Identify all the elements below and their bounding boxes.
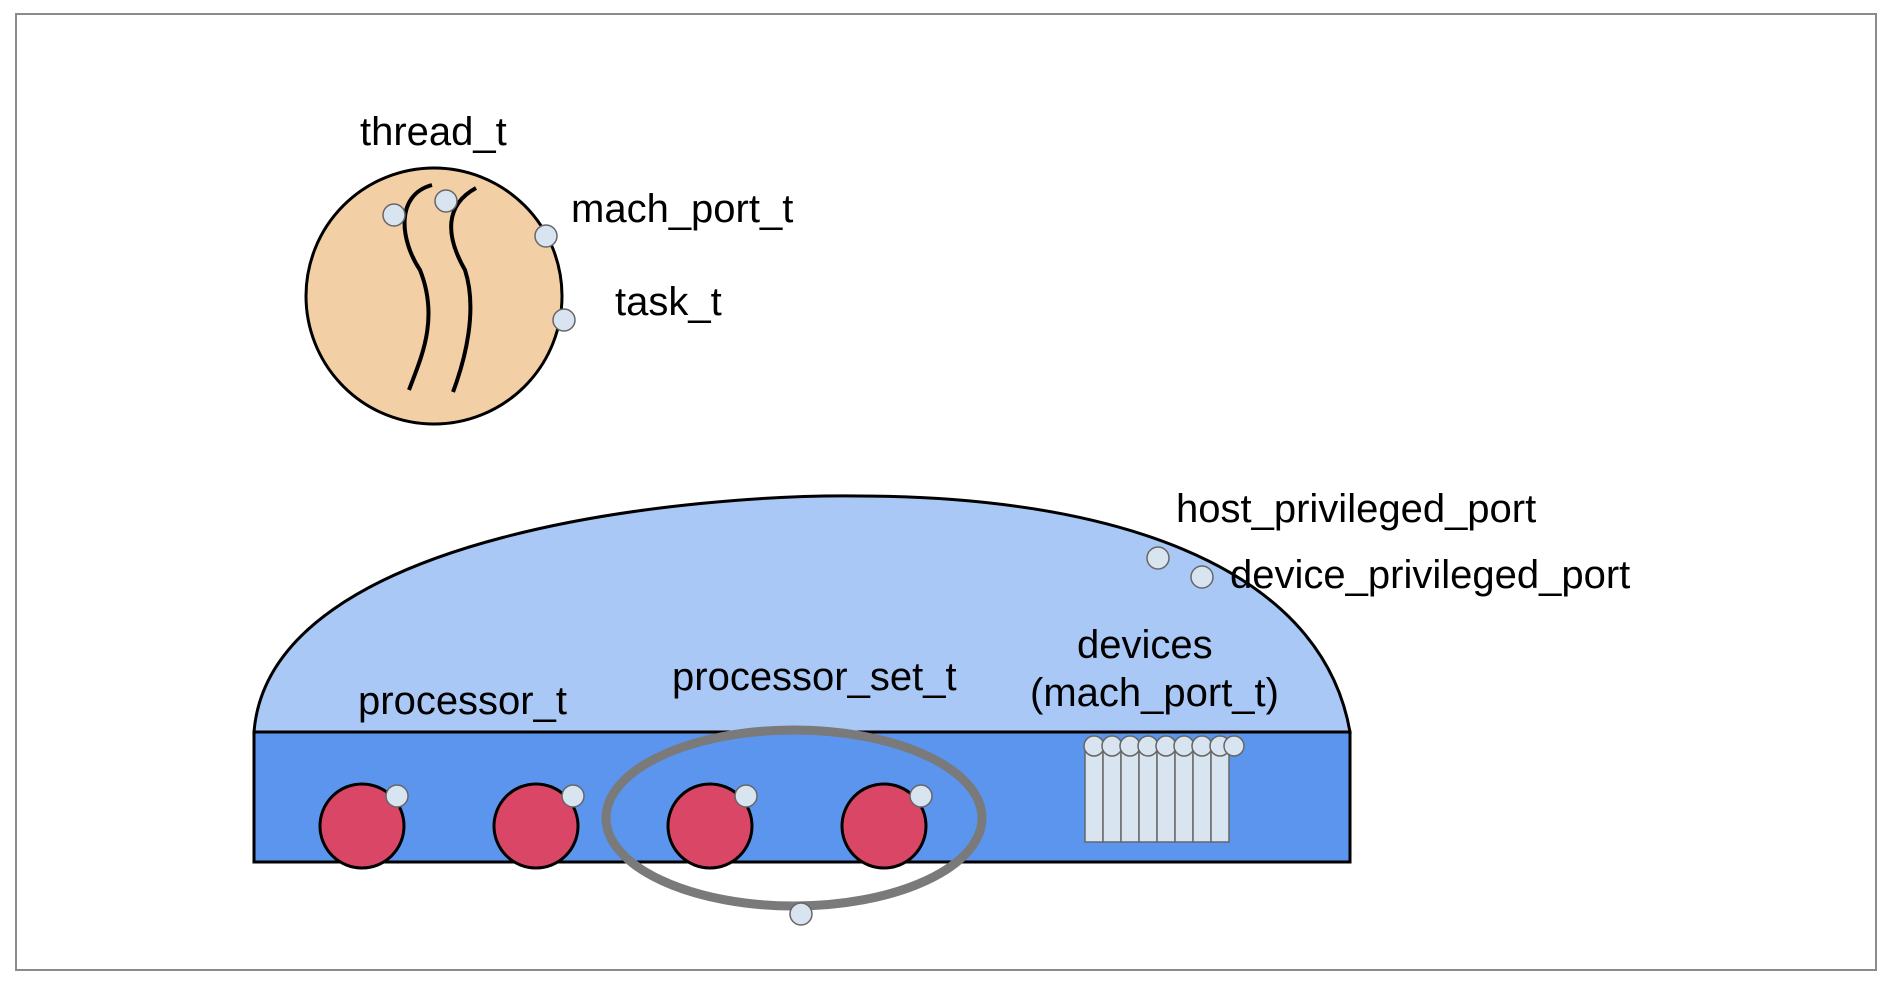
device-port-2 [1101, 735, 1123, 757]
device-port-tube-5 [1156, 745, 1176, 843]
diagram-frame [15, 13, 1877, 971]
processor-3-port [734, 784, 758, 808]
device-ports [1083, 735, 1245, 843]
task-label: task_t [615, 280, 722, 324]
device-port-tube-6 [1174, 745, 1194, 843]
host-group: host_privileged_port device_privileged_p… [252, 487, 1630, 926]
device-port-7 [1191, 735, 1213, 757]
device-port-tube-2 [1102, 745, 1122, 843]
thread-port-1 [382, 203, 406, 227]
device-privileged-port [1190, 565, 1214, 589]
device-port-6 [1173, 735, 1195, 757]
devices-label-line2: (mach_port_t) [1030, 671, 1279, 715]
processor-1-port [385, 784, 409, 808]
processor-set-port [789, 902, 813, 926]
device-port-3 [1119, 735, 1141, 757]
host-privileged-port-label: host_privileged_port [1176, 487, 1536, 531]
device-port-1 [1083, 735, 1105, 757]
processor-2-port [561, 784, 585, 808]
processor-label: processor_t [358, 679, 567, 723]
device-port-9 [1223, 735, 1245, 757]
mach-port [534, 224, 558, 248]
processor-3 [666, 782, 754, 870]
task-group: thread_t mach_port_t task_t [304, 110, 793, 426]
thread-port-2 [434, 189, 458, 213]
thread-line-2 [449, 186, 477, 393]
device-port-tube-4 [1138, 745, 1158, 843]
device-port-tube-1 [1084, 745, 1104, 843]
processor-4-port [909, 784, 933, 808]
processor-4 [840, 782, 928, 870]
processor-set-label: processor_set_t [672, 655, 957, 699]
device-port-tube-8 [1210, 745, 1230, 843]
device-port-tube-3 [1120, 745, 1140, 843]
thread-label: thread_t [360, 110, 507, 154]
device-privileged-port-label: device_privileged_port [1230, 553, 1630, 597]
devices-label-line1: devices [1077, 623, 1213, 667]
task-port [552, 308, 576, 332]
mach-port-label: mach_port_t [571, 187, 793, 231]
thread-line-1 [402, 183, 433, 391]
host-dome [252, 494, 1352, 734]
device-port-4 [1137, 735, 1159, 757]
host-privileged-port [1146, 546, 1170, 570]
processor-1 [318, 782, 406, 870]
device-port-tube-7 [1192, 745, 1212, 843]
task-circle [304, 166, 564, 426]
processor-2 [492, 782, 580, 870]
device-port-5 [1155, 735, 1177, 757]
